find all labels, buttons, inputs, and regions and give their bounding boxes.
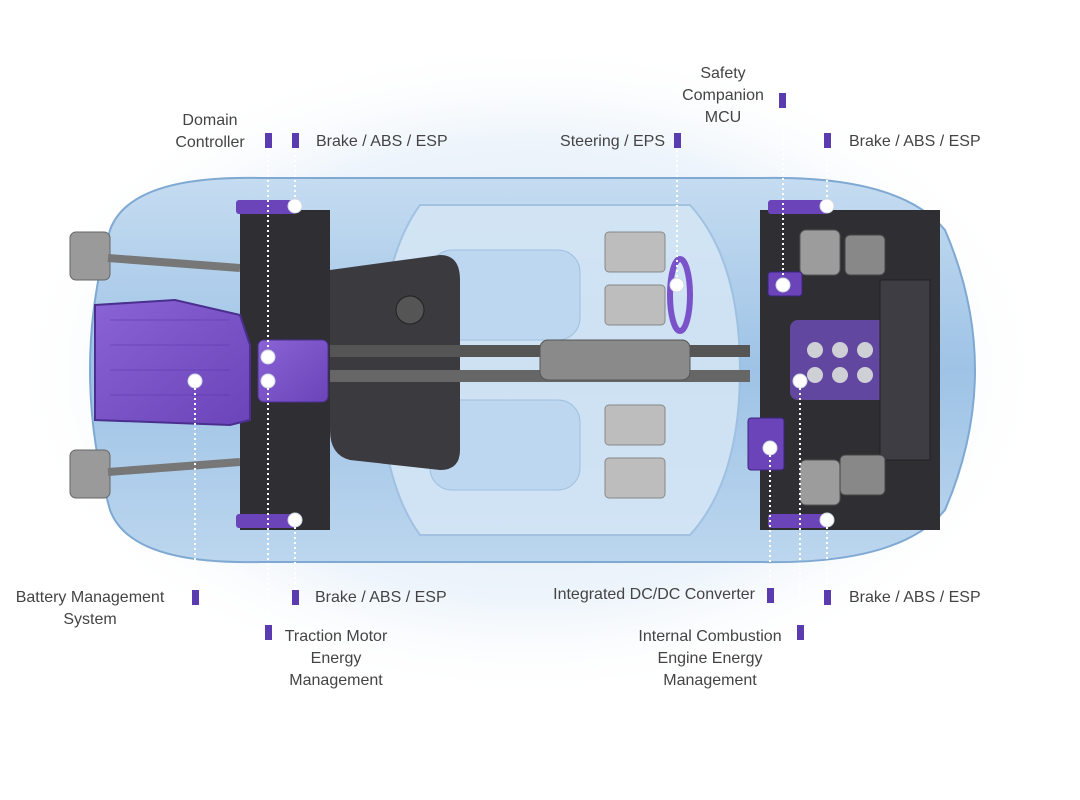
rear-wing-bottom <box>69 449 111 499</box>
dot-battery <box>187 373 203 389</box>
caliper-front-left <box>768 200 828 214</box>
label-line: Energy <box>310 650 362 667</box>
marker-traction-motor <box>265 625 272 640</box>
fuel-tank <box>330 255 460 470</box>
label-brake-rear-right: Brake / ABS / ESP <box>315 589 447 606</box>
label-domain-controller: Domain Controller <box>160 110 260 154</box>
steering-wheel <box>667 256 693 334</box>
label-line: Management <box>663 672 757 689</box>
marker-brake-rear-right <box>292 590 299 605</box>
dot-brake-rear-left <box>287 198 303 214</box>
marker-ice <box>797 625 804 640</box>
marker-dcdc <box>767 588 774 603</box>
label-dcdc: Integrated DC/DC Converter <box>553 586 755 603</box>
label-line: Traction Motor <box>284 628 388 645</box>
module-2 <box>604 284 666 326</box>
label-line: Management <box>289 672 383 689</box>
label-brake-rear-left: Brake / ABS / ESP <box>316 133 448 150</box>
marker-brake-rear-left <box>292 133 299 148</box>
dot-safety-mcu <box>775 277 791 293</box>
marker-domain-controller <box>265 133 272 148</box>
label-line: System <box>63 611 117 628</box>
marker-steering <box>674 133 681 148</box>
marker-brake-front-right <box>824 590 831 605</box>
engine-block <box>790 320 890 400</box>
label-line: Battery Management <box>15 589 165 606</box>
traction-motor <box>257 339 329 403</box>
dot-brake-front-left <box>819 198 835 214</box>
dot-ice <box>792 373 808 389</box>
battery-pack <box>94 298 251 427</box>
label-brake-front-left: Brake / ABS / ESP <box>849 133 981 150</box>
dot-steering <box>669 277 685 293</box>
label-safety-mcu: Safety Companion MCU <box>668 63 778 129</box>
marker-brake-front-left <box>824 133 831 148</box>
caliper-front-right <box>768 514 828 528</box>
dot-domain-controller <box>260 349 276 365</box>
label-traction-motor: Traction Motor Energy Management <box>276 626 396 692</box>
label-line: Internal Combustion <box>638 628 782 645</box>
label-line: MCU <box>704 109 742 126</box>
dot-brake-front-right <box>819 512 835 528</box>
label-battery: Battery Management System <box>2 587 178 631</box>
marker-battery <box>192 590 199 605</box>
label-steering: Steering / EPS <box>560 133 665 150</box>
module-3 <box>604 404 666 446</box>
module-1 <box>604 231 666 273</box>
dot-dcdc <box>762 440 778 456</box>
label-brake-front-right: Brake / ABS / ESP <box>849 589 981 606</box>
label-line: Companion <box>682 87 764 104</box>
label-line: Engine Energy <box>657 650 763 667</box>
label-line: Domain <box>182 112 238 129</box>
caliper-rear-right <box>236 514 296 528</box>
rear-wing-top <box>69 231 111 281</box>
caliper-rear-left <box>236 200 296 214</box>
module-4 <box>604 457 666 499</box>
dot-brake-rear-right <box>287 512 303 528</box>
label-line: Safety <box>700 65 746 82</box>
label-line: Controller <box>175 134 245 151</box>
dot-traction-motor <box>260 373 276 389</box>
marker-safety-mcu <box>779 93 786 108</box>
label-ice: Internal Combustion Engine Energy Manage… <box>626 626 794 692</box>
